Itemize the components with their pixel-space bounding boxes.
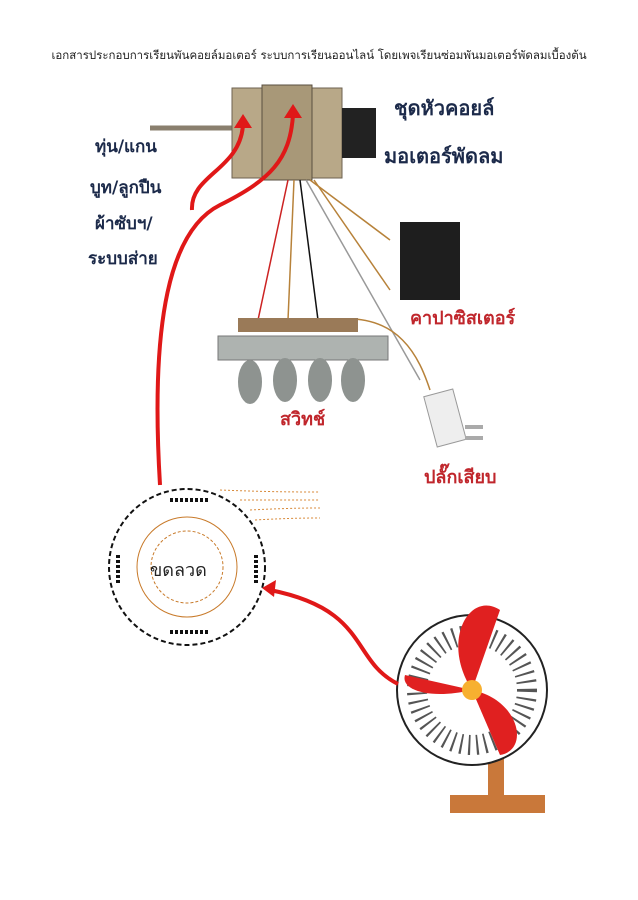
arrow-heads: [234, 104, 302, 597]
coil-diagram: [108, 488, 321, 646]
label-motor-line1: ชุดหัวคอยล์: [394, 96, 495, 120]
motor-image: [150, 84, 376, 181]
fan-image: [396, 605, 548, 813]
label-motor-line2: มอเตอร์พัดลม: [384, 144, 504, 168]
label-armature: ทุ่น/แกน: [95, 137, 157, 157]
label-capacitor: คาปาซิสเตอร์: [410, 308, 516, 329]
label-felt: ผ้าซับฯ/: [95, 214, 153, 234]
plug-image: [423, 388, 483, 448]
label-coil: ขดลวด: [150, 560, 207, 581]
capacitor-image: [400, 222, 460, 300]
document-title: เอกสารประกอบการเรียนพันคอยล์มอเตอร์ ระบบ…: [51, 48, 587, 62]
label-bushing: บูท/ลูกปืน: [90, 178, 162, 198]
label-switch: สวิทช์: [280, 409, 326, 430]
wires: [257, 179, 431, 391]
switch-image: [217, 318, 389, 404]
label-oscillation: ระบบส่าย: [88, 249, 158, 269]
pointer-arrows: [155, 114, 399, 686]
label-plug: ปลั๊กเสียบ: [424, 467, 497, 488]
